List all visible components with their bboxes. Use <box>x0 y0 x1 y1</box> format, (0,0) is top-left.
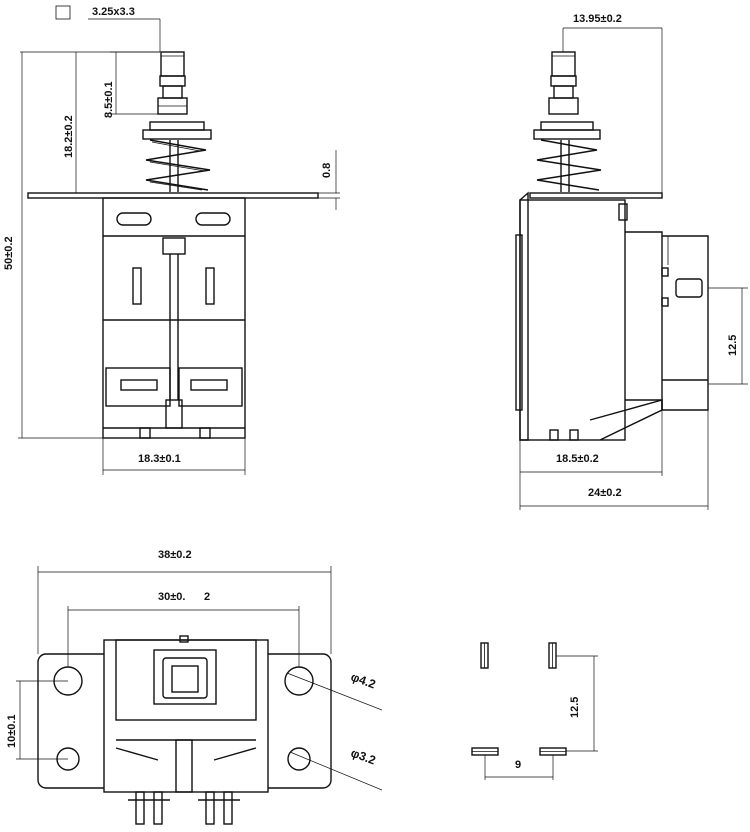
plunger-height-label: 18.2±0.2 <box>63 115 75 158</box>
square-symbol-icon <box>55 5 71 20</box>
large-hole-diameter-label: φ4.2 <box>349 670 378 692</box>
flange-width-label: 38±0.2 <box>158 549 192 561</box>
plunger-offset-label: 13.95±0.2 <box>573 13 622 25</box>
hole-spacing-label-a: 30±0. <box>158 591 185 603</box>
bottom-view: 38±0.2 30±0. 2 10±0.1 φ4.2 φ3.2 <box>6 549 383 825</box>
body-width-label: 18.3±0.1 <box>138 453 181 465</box>
overall-height-label: 50±0.2 <box>3 236 15 270</box>
body-depth-label: 18.5±0.2 <box>556 453 599 465</box>
pcb-horizontal-spacing-label: 9 <box>515 759 521 771</box>
plunger-size-label: 3.25x3.3 <box>92 6 135 18</box>
side-view: 13.95±0.2 12.5 18.5±0.2 24±0.2 <box>515 13 748 510</box>
front-view: 3.25x3.3 <box>3 5 340 475</box>
pcb-vertical-spacing-label: 12.5 <box>569 697 581 718</box>
pcb-layout: 12.5 9 <box>471 642 598 780</box>
overall-depth-label: 24±0.2 <box>588 487 622 499</box>
hole-spacing-label-b: 2 <box>204 591 210 603</box>
spring <box>145 139 211 192</box>
small-hole-diameter-label: φ3.2 <box>349 746 378 768</box>
terminal-pitch-label: 12.5 <box>727 335 739 356</box>
plunger-length-label: 8.5±0.1 <box>103 81 115 118</box>
hole-vertical-spacing-label: 10±0.1 <box>6 714 18 748</box>
flange-thickness-label: 0.8 <box>321 163 333 178</box>
